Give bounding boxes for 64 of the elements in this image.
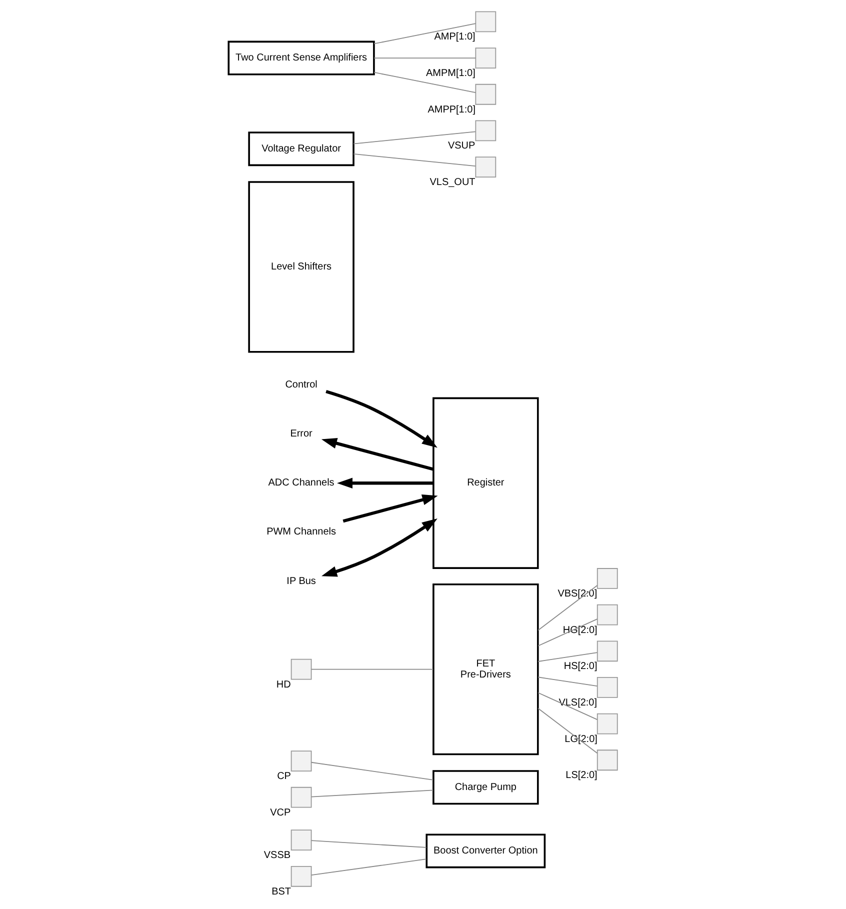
node-label: CP xyxy=(277,771,291,782)
node-text: Control xyxy=(285,380,318,391)
node-box xyxy=(475,120,496,142)
node-box xyxy=(475,84,496,105)
connector xyxy=(538,676,598,687)
node-box: Charge Pump xyxy=(432,770,539,805)
node-text: IP Bus xyxy=(286,576,316,587)
node-box: Voltage Regulator xyxy=(248,132,354,166)
arrow xyxy=(321,438,434,471)
node-label: AMPM[1:0] xyxy=(426,68,476,80)
connector xyxy=(353,154,476,167)
connector xyxy=(538,618,598,646)
connector xyxy=(311,762,434,780)
node-box: Two Current Sense Amplifiers xyxy=(228,40,375,76)
node-label: VSUP xyxy=(448,140,476,152)
arrow xyxy=(342,494,438,523)
node-box xyxy=(475,48,496,68)
node-text: Error xyxy=(290,428,312,440)
node-box xyxy=(596,713,618,734)
connector xyxy=(311,858,427,876)
arrow xyxy=(326,390,438,448)
node-box xyxy=(475,156,496,178)
arrow xyxy=(337,478,434,489)
node-box xyxy=(596,677,618,698)
node-text: ADC Channels xyxy=(268,478,334,489)
node-box xyxy=(290,866,312,887)
node-box xyxy=(596,640,618,662)
connector xyxy=(538,708,598,754)
node-text: PWM Channels xyxy=(266,526,336,538)
node-box xyxy=(596,568,618,589)
connector xyxy=(374,72,476,93)
arrow xyxy=(321,518,438,577)
node-label: AMP[1:0] xyxy=(434,32,476,43)
node-label: VLS_OUT xyxy=(430,177,476,188)
node-label: VBS[2:0] xyxy=(558,588,598,600)
node-label: HD xyxy=(276,679,291,690)
connector xyxy=(353,131,476,144)
node-label: HG[2:0] xyxy=(562,624,598,636)
node-box xyxy=(290,786,312,808)
node-box: Level Shifters xyxy=(248,181,354,353)
connector xyxy=(311,668,434,670)
node-box xyxy=(290,830,312,850)
node-label: LS[2:0] xyxy=(566,770,598,782)
node-label: VCP xyxy=(270,807,291,818)
node-label: VSSB xyxy=(264,850,291,862)
node-box xyxy=(290,750,312,772)
node-box: FET Pre-Drivers xyxy=(432,583,539,756)
node-label: HS[2:0] xyxy=(564,661,598,672)
connector xyxy=(538,692,598,720)
connector xyxy=(374,23,476,44)
node-label: LG[2:0] xyxy=(564,734,598,745)
node-label: BST xyxy=(272,886,292,898)
connector xyxy=(538,652,598,662)
node-box: Boost Converter Option xyxy=(426,834,546,868)
node-box xyxy=(596,750,618,771)
node-box: Register xyxy=(432,397,539,569)
node-box xyxy=(475,11,496,32)
node-label: AMPP[1:0] xyxy=(428,104,476,116)
connector xyxy=(538,585,598,631)
connector xyxy=(311,840,427,848)
node-label: VLS[2:0] xyxy=(558,697,598,708)
node-box xyxy=(596,604,618,626)
node-box xyxy=(290,658,312,680)
connector xyxy=(311,790,434,798)
